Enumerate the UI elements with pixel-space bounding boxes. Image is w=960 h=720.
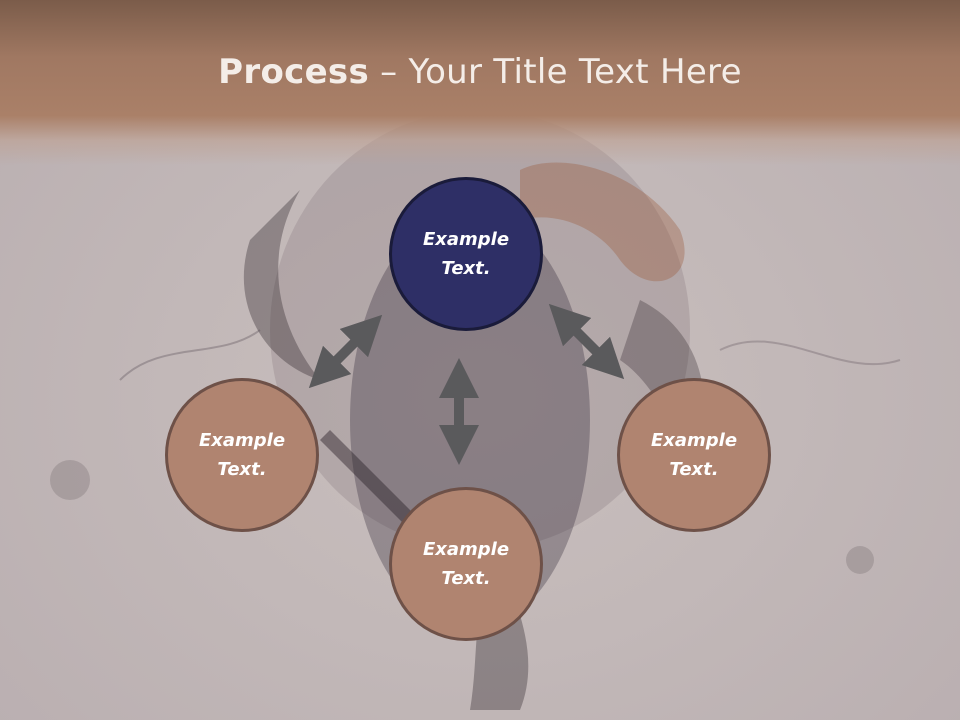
title-banner: [0, 0, 960, 165]
title-rest: – Your Title Text Here: [369, 52, 742, 92]
node-bottom: Example Text.: [389, 487, 543, 641]
slide-title: Process – Your Title Text Here: [0, 52, 960, 92]
title-bold: Process: [218, 52, 370, 92]
node-right: Example Text.: [617, 378, 771, 532]
node-top: Example Text.: [389, 177, 543, 331]
node-top-label: Example Text.: [422, 229, 510, 279]
node-left: Example Text.: [165, 378, 319, 532]
node-left-label: Example Text.: [198, 430, 286, 480]
arrow-top-left: [308, 314, 383, 389]
arrow-top-right: [548, 303, 625, 380]
node-right-label: Example Text.: [650, 430, 738, 480]
node-bottom-label: Example Text.: [422, 539, 510, 589]
